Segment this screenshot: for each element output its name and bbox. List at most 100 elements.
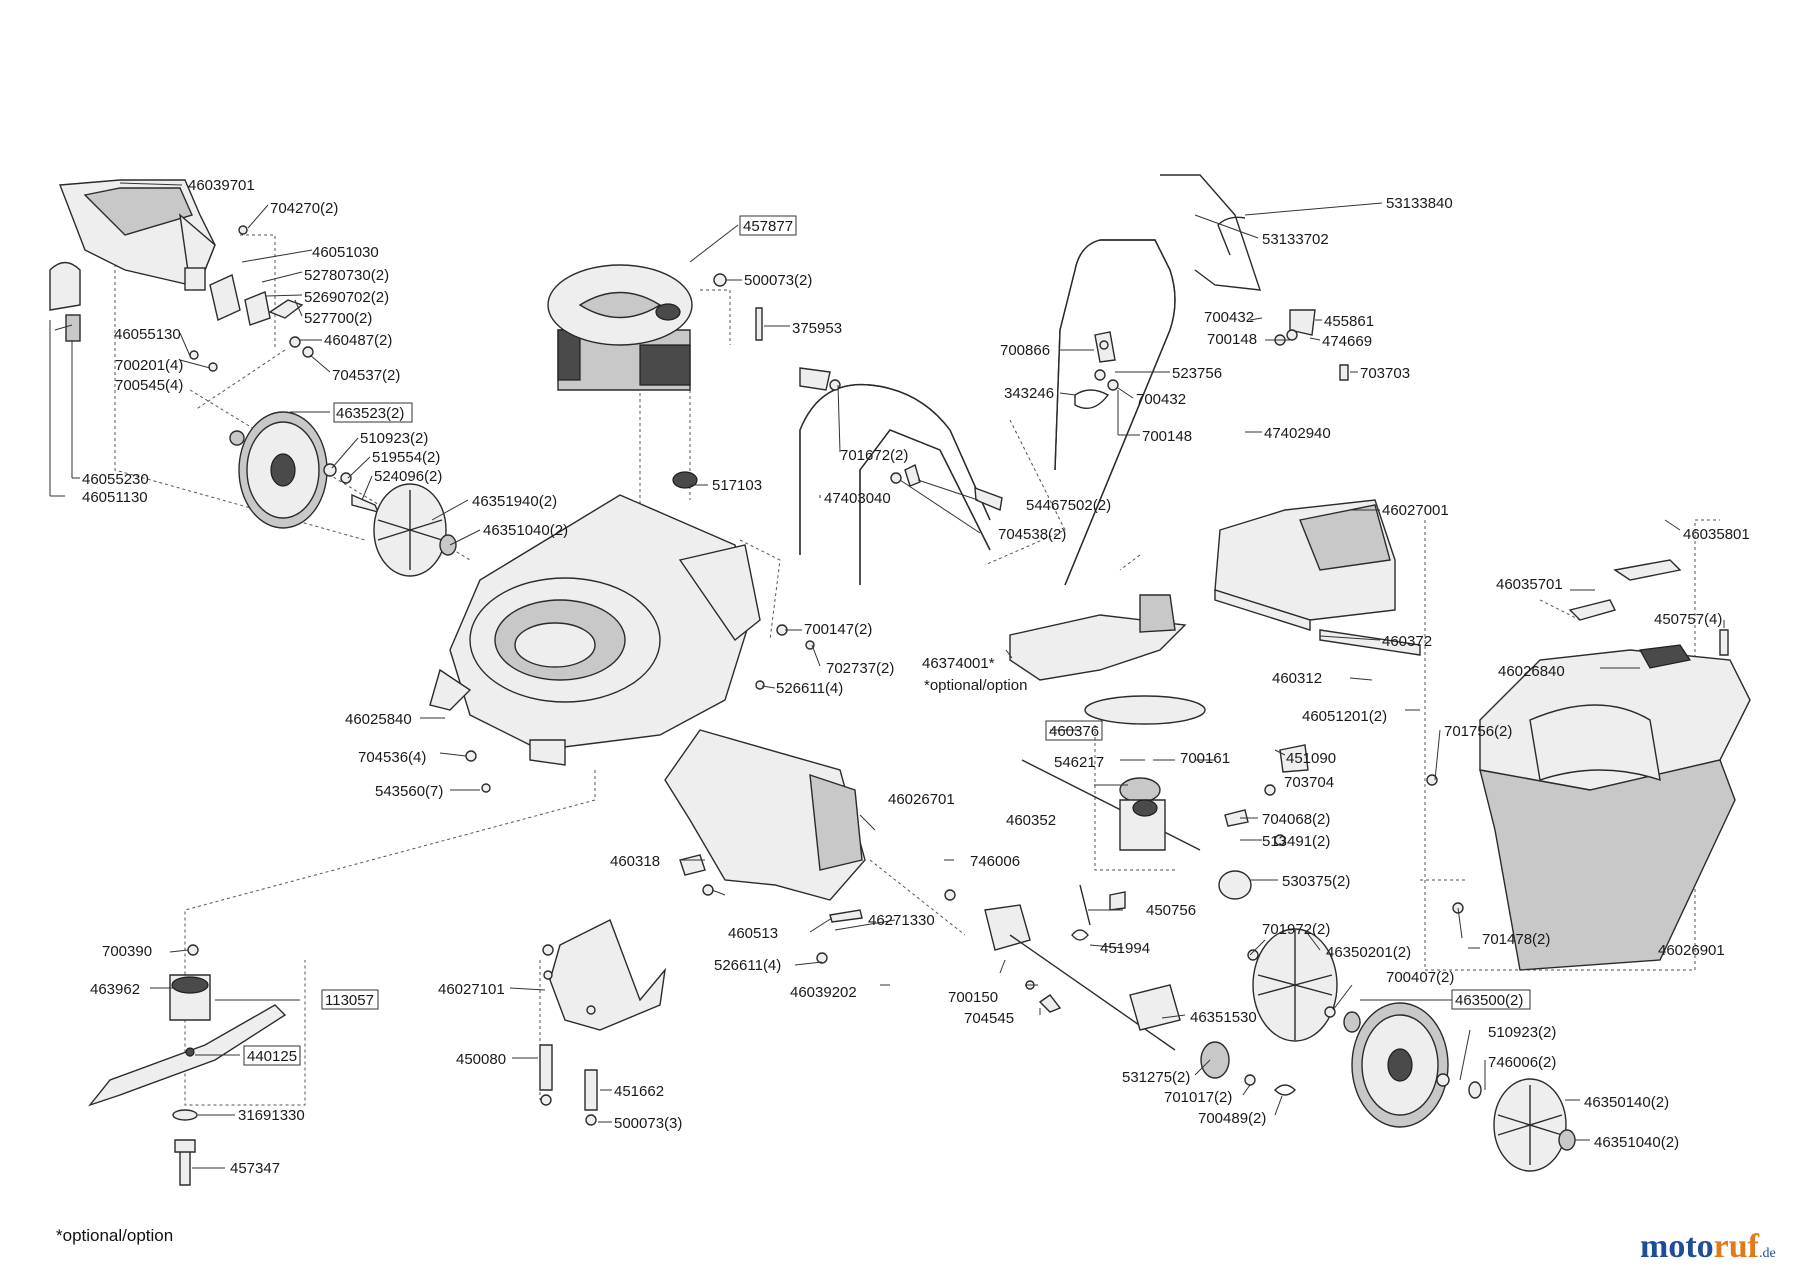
box-463500-2 [1451, 989, 1531, 1010]
label-517103: 517103 [712, 477, 762, 494]
label-optional-note-mid: *optional/option [924, 677, 1027, 694]
label-46351040-2-left: 46351040(2) [483, 522, 568, 539]
label-46026840: 46026840 [1498, 663, 1565, 680]
label-700390: 700390 [102, 943, 152, 960]
label-703704: 703704 [1284, 774, 1334, 791]
label-455861: 455861 [1324, 313, 1374, 330]
label-463962: 463962 [90, 981, 140, 998]
upper-handle [1054, 174, 1349, 586]
engine-assembly [547, 264, 763, 391]
label-46025840: 46025840 [345, 711, 412, 728]
label-460352: 460352 [1006, 812, 1056, 829]
label-700150: 700150 [948, 989, 998, 1006]
mower-deck [429, 471, 815, 793]
label-530375-2: 530375(2) [1282, 873, 1350, 890]
dashed-guides [114, 234, 1720, 1106]
label-463500-2: 463500(2) [1455, 992, 1523, 1009]
label-460372: 460372 [1382, 633, 1432, 650]
rear-flap-assembly [49, 179, 314, 372]
label-46035801: 46035801 [1683, 526, 1750, 543]
label-526611-4-top: 526611(4) [776, 680, 843, 697]
label-510923-2-left: 510923(2) [360, 430, 428, 447]
label-53133702: 53133702 [1262, 231, 1329, 248]
label-46055130: 46055130 [114, 326, 181, 343]
label-52690702-2: 52690702(2) [304, 289, 389, 306]
logo-part3: .de [1758, 1246, 1776, 1261]
label-46039202: 46039202 [790, 984, 857, 1001]
label-54467502-2: 54467502(2) [1026, 497, 1111, 514]
label-703703: 703703 [1360, 365, 1410, 382]
label-701017-2: 701017(2) [1164, 1089, 1232, 1106]
label-46351530: 46351530 [1190, 1009, 1257, 1026]
drive-gearbox [1021, 695, 1309, 941]
label-546217: 546217 [1054, 754, 1104, 771]
leader-lines [49, 182, 1725, 1169]
label-52780730-2: 52780730(2) [304, 267, 389, 284]
label-47403040: 47403040 [824, 490, 891, 507]
label-474669: 474669 [1322, 333, 1372, 350]
label-46026901: 46026901 [1658, 942, 1725, 959]
box-463523-2 [333, 402, 413, 423]
label-700489-2: 700489(2) [1198, 1110, 1266, 1127]
rear-left-hubcap [373, 483, 457, 577]
logo-part2: ruf [1713, 1228, 1759, 1265]
label-46051030: 46051030 [312, 244, 379, 261]
blade-assembly [87, 944, 287, 1186]
footnote: *optional/option [56, 1226, 174, 1245]
label-46051130: 46051130 [82, 489, 148, 506]
label-746006-2: 746006(2) [1488, 1054, 1556, 1071]
label-343246: 343246 [1004, 385, 1054, 402]
front-disc [1247, 928, 1338, 1042]
label-46027101: 46027101 [438, 981, 505, 998]
label-746006: 746006 [970, 853, 1020, 870]
label-463523-2: 463523(2) [336, 405, 404, 422]
front-right-wheel [1324, 1002, 1482, 1128]
label-440125: 440125 [247, 1048, 297, 1065]
label-700432-top: 700432 [1204, 309, 1254, 326]
label-704270-2: 704270(2) [270, 200, 338, 217]
label-700148-bottom: 700148 [1142, 428, 1192, 445]
label-700432-bottom: 700432 [1136, 391, 1186, 408]
lower-handle [799, 367, 1003, 585]
label-700201-4: 700201(4) [115, 357, 183, 374]
label-47402940: 47402940 [1264, 425, 1331, 442]
grass-box-lid [1214, 499, 1421, 656]
label-460312: 460312 [1272, 670, 1322, 687]
label-375953: 375953 [792, 320, 842, 337]
label-460513: 460513 [728, 925, 778, 942]
label-53133840: 53133840 [1386, 195, 1453, 212]
label-527700-2: 527700(2) [304, 310, 372, 327]
grass-catcher [1426, 559, 1751, 971]
label-460318: 460318 [610, 853, 660, 870]
label-46350201-2: 46350201(2) [1326, 944, 1411, 961]
label-700545-4: 700545(4) [115, 377, 183, 394]
label-513491-2: 513491(2) [1262, 833, 1330, 850]
rear-discharge-cover [664, 729, 866, 964]
label-704537-2: 704537(2) [332, 367, 400, 384]
label-46035701: 46035701 [1496, 576, 1563, 593]
logo-part1: moto [1640, 1228, 1714, 1265]
label-450756: 450756 [1146, 902, 1196, 919]
rear-left-wheel [229, 411, 380, 529]
label-457347: 457347 [230, 1160, 280, 1177]
label-46027001: 46027001 [1382, 502, 1449, 519]
label-46055230: 46055230 [82, 471, 149, 488]
label-46374001: 46374001* [922, 655, 995, 672]
label-523756: 523756 [1172, 365, 1222, 382]
label-519554-2: 519554(2) [372, 449, 440, 466]
part-labels: 46039701 704270(2) 46051030 52780730(2) … [82, 177, 1750, 1177]
label-500073-3: 500073(3) [614, 1115, 682, 1132]
label-700147-2: 700147(2) [804, 621, 872, 638]
label-460487-2: 460487(2) [324, 332, 392, 349]
label-46271330: 46271330 [868, 912, 935, 929]
label-524096-2: 524096(2) [374, 468, 442, 485]
label-704536-4: 704536(4) [358, 749, 426, 766]
label-701672-2: 701672(2) [840, 447, 908, 464]
label-700407-2: 700407(2) [1386, 969, 1454, 986]
label-451090: 451090 [1286, 750, 1336, 767]
label-702737-2: 702737(2) [826, 660, 894, 677]
label-510923-2-right: 510923(2) [1488, 1024, 1556, 1041]
label-457877: 457877 [743, 218, 793, 235]
box-440125 [243, 1045, 301, 1066]
